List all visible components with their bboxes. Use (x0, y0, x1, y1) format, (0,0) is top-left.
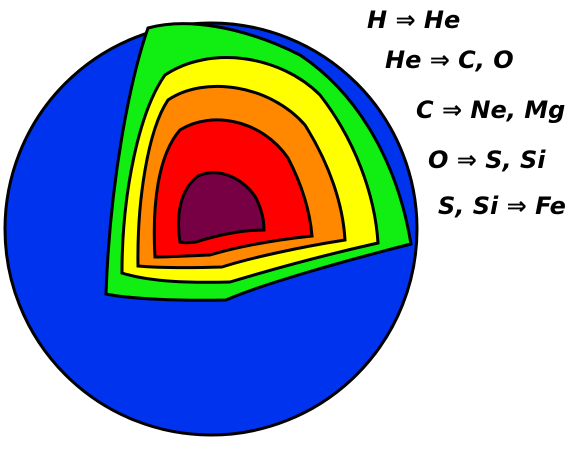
label-h-to-he: H ⇒ He (367, 6, 460, 34)
label-he-to-c-o: He ⇒ C, O (385, 46, 514, 74)
label-o-to-s-si: O ⇒ S, Si (428, 146, 546, 174)
label-s-si-to-fe: S, Si ⇒ Fe (438, 192, 566, 220)
label-c-to-ne-mg: C ⇒ Ne, Mg (416, 96, 565, 124)
